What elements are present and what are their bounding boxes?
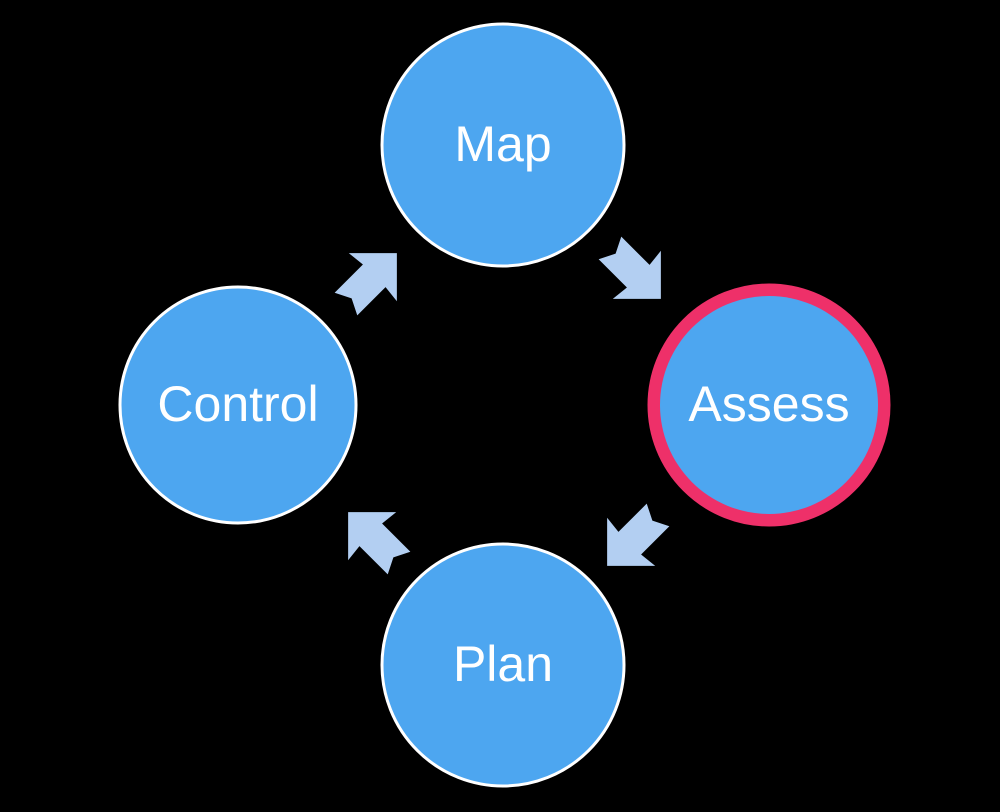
arrow-map-to-assess <box>585 223 685 323</box>
node-plan-circle[interactable] <box>380 542 626 788</box>
arrow-shape <box>321 229 421 329</box>
node-map-label: Map <box>454 116 551 172</box>
node-plan[interactable]: Plan <box>380 542 626 788</box>
arrow-plan-to-control <box>324 488 424 588</box>
arrow-group <box>321 223 685 590</box>
arrow-shape <box>583 490 683 590</box>
node-assess-circle[interactable] <box>660 296 878 514</box>
node-plan-label: Plan <box>453 636 553 692</box>
node-assess-highlight-ring <box>647 283 891 527</box>
node-control-label: Control <box>157 376 318 432</box>
arrow-control-to-map <box>321 229 421 329</box>
node-map-circle[interactable] <box>380 22 626 268</box>
node-control[interactable]: Control <box>118 285 358 525</box>
node-assess-label: Assess <box>688 376 849 432</box>
arrow-shape <box>585 223 685 323</box>
node-assess[interactable]: Assess <box>647 283 891 527</box>
node-map[interactable]: Map <box>380 22 626 268</box>
arrow-assess-to-plan <box>583 490 683 590</box>
node-control-circle[interactable] <box>118 285 358 525</box>
arrow-shape <box>324 488 424 588</box>
